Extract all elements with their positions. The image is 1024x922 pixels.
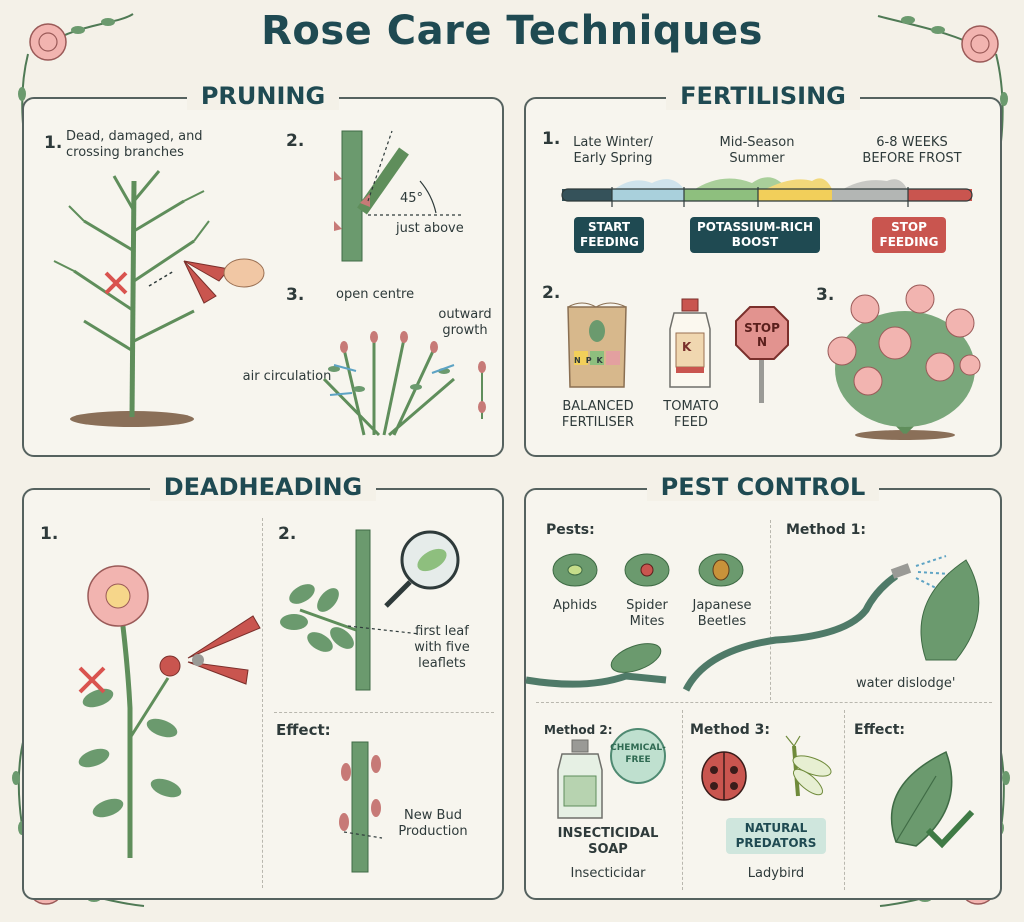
- aphid-leaf-icon: [552, 553, 598, 587]
- deadheading-effect-text: New Bud Production: [398, 808, 468, 839]
- ladybird-icon: [701, 751, 747, 801]
- pruning-air-circulation-label: air circulation: [242, 369, 332, 384]
- tomato-feed-bottle-icon: [669, 298, 711, 388]
- deadheading-effect-heading: Effect:: [276, 721, 331, 739]
- pruning-step1-number: 1.: [44, 133, 63, 153]
- pruning-open-centre-label: open centre: [336, 287, 415, 302]
- method1-heading: Method 1:: [786, 522, 866, 538]
- japanese-beetle-leaf-icon: [698, 553, 744, 587]
- method1-text: water dislodge': [856, 676, 956, 691]
- pest-spider-mites-label: Spider Mites: [626, 598, 668, 629]
- fertilising-step2-number: 2.: [542, 283, 561, 303]
- natural-predators-tag: NATURAL PREDATORS: [726, 818, 826, 854]
- deadheading-panel: DEADHEADING 1. 2. first leaf with five l…: [22, 473, 504, 900]
- deadheading-effect-divider: [274, 712, 494, 713]
- chemical-free-label: CHEMICAL-FREE: [610, 743, 666, 765]
- pruning-panel: PRUNING 1. Dead, damaged, and crossing b…: [22, 82, 504, 457]
- fertilising-tomato-label: TOMATO FEED: [663, 399, 719, 430]
- pruning-step3-number: 3.: [286, 285, 305, 305]
- deadheading-five-leaflet-stem-icon: [280, 529, 460, 691]
- fertilising-season2-label: Mid-Season Summer: [719, 135, 795, 166]
- pruning-cut-label: just above: [396, 221, 464, 236]
- pruning-cut-angle-icon: [334, 130, 464, 262]
- method2-heading: Method 2:: [544, 723, 613, 737]
- stop-sign-icon: [735, 306, 789, 403]
- method3-heading: Method 3:: [690, 722, 770, 738]
- deadheading-rose-shears-icon: [78, 565, 261, 858]
- fertilising-balanced-label: BALANCED FERTILISER: [561, 399, 635, 430]
- pest-control-panel: PEST CONTROL Pests: Aphids Spider Mites …: [524, 473, 1002, 900]
- pest-japanese-beetles-label: Japanese Beetles: [692, 598, 752, 629]
- fertilising-heading: FERTILISING: [666, 82, 860, 110]
- fertiliser-bag-icon: [567, 302, 627, 388]
- stop-sign-text: STOP N: [744, 321, 780, 349]
- fertilising-season1-label: Late Winter/ Early Spring: [573, 135, 653, 166]
- insecticidal-soap-label: INSECTICIDAL SOAP: [557, 826, 659, 857]
- garden-hose-spray-icon: [525, 555, 980, 692]
- fertilising-season3-label: 6-8 WEEKS BEFORE FROST: [862, 135, 962, 166]
- new-bud-stem-icon: [339, 741, 383, 873]
- pest-aphids-label: Aphids: [552, 598, 598, 613]
- fertilising-stop-tag: STOP FEEDING: [872, 217, 946, 253]
- lacewing-icon: [785, 735, 832, 797]
- pruning-tree-icon: [53, 170, 265, 427]
- deadheading-heading: DEADHEADING: [149, 473, 377, 501]
- pest-divider-top: [770, 520, 771, 700]
- corner-rose-top-left-icon: [18, 13, 134, 165]
- chemical-free-badge-icon: [610, 728, 666, 784]
- pruning-outward-growth-label: outward growth: [438, 307, 492, 338]
- pruning-angle-label: 45°: [400, 191, 424, 206]
- spider-mite-leaf-icon: [624, 553, 670, 587]
- deadheading-step2-number: 2.: [278, 524, 297, 544]
- pest-effect-heading: Effect:: [854, 722, 905, 738]
- deadheading-step1-number: 1.: [40, 524, 59, 544]
- pests-heading: Pests:: [546, 522, 595, 538]
- page-title: Rose Care Techniques: [261, 8, 763, 54]
- pest-control-heading: PEST CONTROL: [646, 473, 880, 501]
- pruning-step2-number: 2.: [286, 131, 305, 151]
- pest-divider-bottom-1: [682, 710, 683, 890]
- deadheading-leaf-label: first leaf with five leaflets: [414, 624, 470, 671]
- fertilising-start-tag: START FEEDING: [574, 217, 644, 253]
- fertilising-potassium-tag: POTASSIUM-RICH BOOST: [690, 217, 820, 253]
- fertilising-step3-number: 3.: [816, 285, 835, 305]
- pruning-step1-text: Dead, damaged, and crossing branches: [66, 129, 203, 160]
- fertiliser-bag-npk-label: NPK: [574, 356, 608, 365]
- fertilising-step1-number: 1.: [542, 129, 561, 149]
- flowering-rose-bush-icon: [827, 284, 981, 440]
- pest-divider-bottom-2: [844, 710, 845, 890]
- deadheading-divider: [262, 518, 263, 888]
- fertilising-season-timeline: [561, 177, 973, 207]
- insecticidal-soap-sublabel: Insecticidar: [570, 866, 646, 881]
- pest-divider-middle: [536, 702, 992, 703]
- healthy-leaf-check-icon: [890, 750, 975, 849]
- tomato-feed-bottle-letter: K: [682, 340, 692, 354]
- ladybird-label: Ladybird: [747, 866, 805, 881]
- insecticidal-soap-bottle-icon: [557, 739, 603, 819]
- fertilising-panel: FERTILISING 1. Late Winter/ Early Spring…: [524, 82, 1002, 457]
- pruning-heading: PRUNING: [186, 82, 340, 110]
- pruning-open-centre-bush-icon: [322, 331, 486, 437]
